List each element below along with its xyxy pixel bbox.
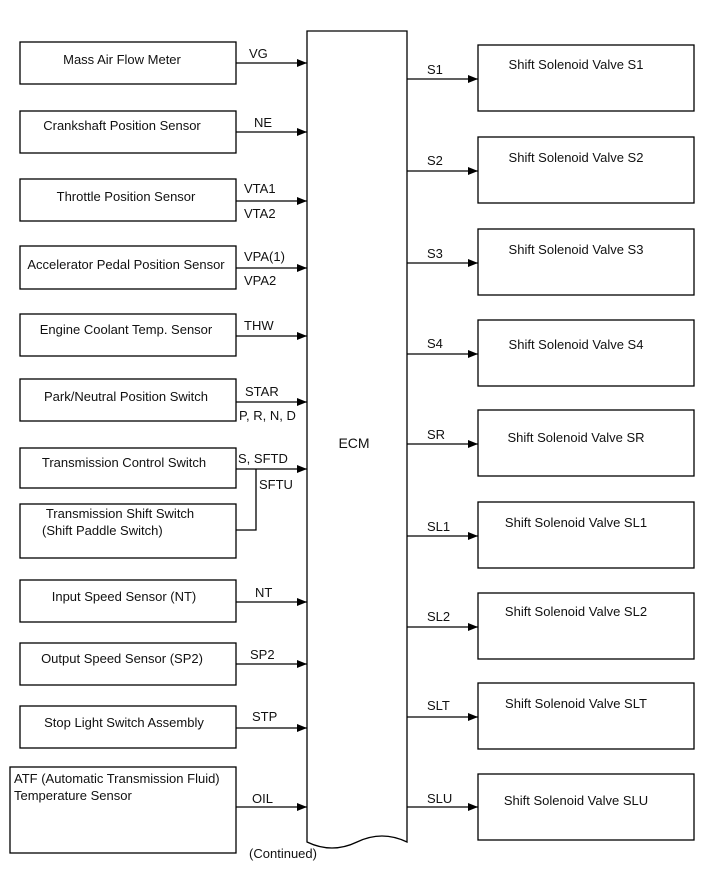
input-5: Park/Neutral Position Switch STAR P, R, … — [19, 378, 307, 423]
component-label: Mass Air Flow Meter — [63, 52, 181, 67]
signal-label: SL2 — [427, 609, 450, 624]
signal-label: SL1 — [427, 519, 450, 534]
input-3: Accelerator Pedal Position Sensor VPA(1)… — [19, 245, 307, 290]
component-box — [19, 41, 237, 85]
component-box — [19, 110, 237, 154]
component-label: Crankshaft Position Sensor — [43, 118, 201, 133]
component-label: (Shift Paddle Switch) — [42, 523, 163, 538]
component-box — [19, 447, 237, 489]
solenoid-valve-label: Shift Solenoid Valve S4 — [509, 337, 644, 352]
output-6: SL2 Shift Solenoid Valve SL2 — [407, 592, 695, 660]
component-box — [19, 178, 237, 222]
ecm-label: ECM — [338, 435, 369, 451]
input-4: Engine Coolant Temp. Sensor THW — [19, 313, 307, 357]
input-8: Input Speed Sensor (NT) NT — [19, 579, 307, 623]
signal-label: SR — [427, 427, 445, 442]
signal-label: THW — [244, 318, 274, 333]
solenoid-valve-label: Shift Solenoid Valve SLU — [504, 793, 648, 808]
component-label: Transmission Control Switch — [42, 455, 206, 470]
solenoid-valve-box — [477, 501, 695, 569]
component-label: Stop Light Switch Assembly — [44, 715, 204, 730]
solenoid-valve-box — [477, 409, 695, 477]
input-9: Output Speed Sensor (SP2) SP2 — [19, 642, 307, 686]
solenoid-valve-box — [477, 682, 695, 750]
solenoid-valve-label: Shift Solenoid Valve S2 — [509, 150, 644, 165]
signal-wire — [236, 469, 257, 531]
component-box — [9, 766, 237, 854]
signal-label: VPA2 — [244, 273, 276, 288]
signal-label: S3 — [427, 246, 443, 261]
component-box — [19, 503, 237, 559]
solenoid-valve-box — [477, 319, 695, 387]
component-label: Engine Coolant Temp. Sensor — [40, 322, 213, 337]
signal-label: S, SFTD — [238, 451, 288, 466]
signal-label: S1 — [427, 62, 443, 77]
signal-label: SLT — [427, 698, 450, 713]
signal-label: SFTU — [259, 477, 293, 492]
component-label: Output Speed Sensor (SP2) — [41, 651, 203, 666]
solenoid-valve-label: Shift Solenoid Valve SL1 — [505, 515, 647, 530]
solenoid-valve-box — [477, 136, 695, 204]
signal-label: VG — [249, 46, 268, 61]
output-8: SLU Shift Solenoid Valve SLU — [407, 773, 695, 841]
component-box — [19, 313, 237, 357]
component-label: Throttle Position Sensor — [57, 189, 196, 204]
signal-label: VTA2 — [244, 206, 276, 221]
solenoid-valve-box — [477, 592, 695, 660]
output-3: S4 Shift Solenoid Valve S4 — [407, 319, 695, 387]
solenoid-valve-box — [477, 44, 695, 112]
solenoid-valve-label: Shift Solenoid Valve S1 — [509, 57, 644, 72]
input-6: Transmission Control Switch S, SFTD — [19, 447, 307, 489]
solenoid-valve-label: Shift Solenoid Valve SR — [507, 430, 644, 445]
solenoid-valve-label: Shift Solenoid Valve SL2 — [505, 604, 647, 619]
signal-label: S2 — [427, 153, 443, 168]
signal-label: OIL — [252, 791, 273, 806]
signal-label: VPA(1) — [244, 249, 285, 264]
continued-note: (Continued) — [249, 846, 317, 861]
input-2: Throttle Position Sensor VTA1 VTA2 — [19, 178, 307, 222]
component-label: Transmission Shift Switch — [46, 506, 194, 521]
input-1: Crankshaft Position Sensor NE — [19, 110, 307, 154]
component-label: Temperature Sensor — [14, 788, 132, 803]
component-label: Input Speed Sensor (NT) — [52, 589, 197, 604]
component-box — [19, 642, 237, 686]
component-box — [19, 579, 237, 623]
input-10: Stop Light Switch Assembly STP — [19, 705, 307, 749]
input-7: Transmission Shift Switch (Shift Paddle … — [19, 469, 293, 559]
solenoid-valve-label: Shift Solenoid Valve S3 — [509, 242, 644, 257]
component-label: Accelerator Pedal Position Sensor — [27, 257, 225, 272]
signal-label: VTA1 — [244, 181, 276, 196]
signal-label: STP — [252, 709, 277, 724]
component-box — [19, 378, 237, 422]
component-box — [19, 705, 237, 749]
solenoid-valve-box — [477, 228, 695, 296]
signal-label: S4 — [427, 336, 443, 351]
component-label: Park/Neutral Position Switch — [44, 389, 208, 404]
signal-label: STAR — [245, 384, 279, 399]
output-0: S1 Shift Solenoid Valve S1 — [407, 44, 695, 112]
signal-label: SLU — [427, 791, 452, 806]
output-2: S3 Shift Solenoid Valve S3 — [407, 228, 695, 296]
output-1: S2 Shift Solenoid Valve S2 — [407, 136, 695, 204]
output-4: SR Shift Solenoid Valve SR — [407, 409, 695, 477]
output-5: SL1 Shift Solenoid Valve SL1 — [407, 501, 695, 569]
signal-label: SP2 — [250, 647, 275, 662]
output-7: SLT Shift Solenoid Valve SLT — [407, 682, 695, 750]
input-0: Mass Air Flow Meter VG — [19, 41, 307, 85]
signal-label: P, R, N, D — [239, 408, 296, 423]
solenoid-valve-label: Shift Solenoid Valve SLT — [505, 696, 647, 711]
input-11: ATF (Automatic Transmission Fluid) Tempe… — [9, 766, 307, 854]
component-label: ATF (Automatic Transmission Fluid) — [14, 771, 220, 786]
signal-label: NE — [254, 115, 272, 130]
component-box — [19, 245, 237, 290]
signal-label: NT — [255, 585, 272, 600]
ecm-block — [306, 30, 408, 849]
solenoid-valve-box — [477, 773, 695, 841]
